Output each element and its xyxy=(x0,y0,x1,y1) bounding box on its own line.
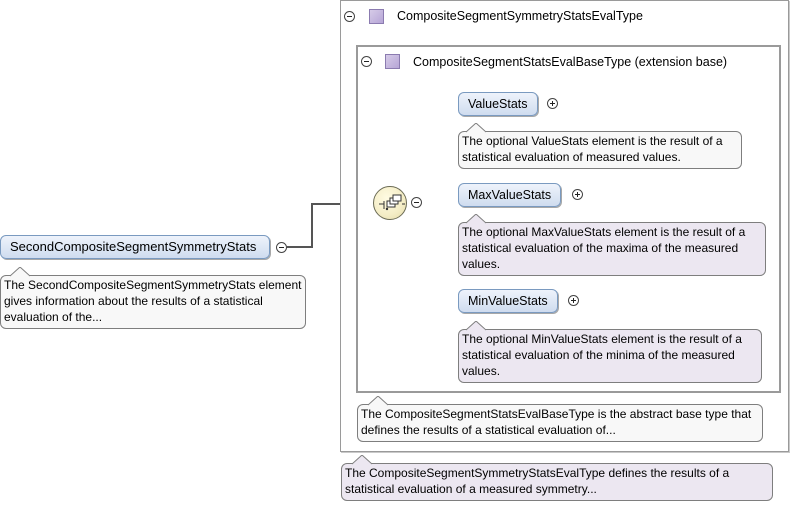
child-element-valuestats[interactable]: ValueStats xyxy=(458,92,538,116)
sequence-compositor-icon xyxy=(379,194,405,211)
outer-type-title: CompositeSegmentSymmetryStatsEvalType xyxy=(397,9,643,23)
outer-type-doc: The CompositeSegmentSymmetryStatsEvalTyp… xyxy=(341,463,773,501)
maxvaluestats-doc-text: The optional MaxValueStats element is th… xyxy=(462,225,746,271)
compositor-collapse-toggle[interactable] xyxy=(411,197,422,208)
root-element[interactable]: SecondCompositeSegmentSymmetryStats xyxy=(0,235,270,259)
minvaluestats-doc: The optional MinValueStats element is th… xyxy=(458,329,762,383)
maxvaluestats-expand-toggle[interactable] xyxy=(572,189,583,200)
inner-type-doc: The CompositeSegmentStatsEvalBaseType is… xyxy=(357,404,763,442)
maxvaluestats-doc-pointer xyxy=(466,214,486,224)
maxvaluestats-doc: The optional MaxValueStats element is th… xyxy=(458,222,766,276)
inner-doc-pointer xyxy=(368,396,388,406)
minvaluestats-expand-toggle[interactable] xyxy=(568,295,579,306)
complex-type-icon xyxy=(369,9,384,24)
valuestats-doc-text: The optional ValueStats element is the r… xyxy=(462,134,723,164)
valuestats-doc-pointer xyxy=(466,123,486,133)
inner-type-collapse-toggle[interactable] xyxy=(361,56,372,67)
sequence-compositor[interactable] xyxy=(373,186,407,220)
minvaluestats-doc-text: The optional MinValueStats element is th… xyxy=(462,332,742,378)
outer-type-doc-text: The CompositeSegmentSymmetryStatsEvalTyp… xyxy=(345,466,730,496)
outer-type-collapse-toggle[interactable] xyxy=(344,11,355,22)
outer-doc-pointer xyxy=(352,455,372,465)
inner-type-doc-text: The CompositeSegmentStatsEvalBaseType is… xyxy=(361,407,752,437)
root-element-collapse-toggle[interactable] xyxy=(276,242,287,253)
root-doc-pointer xyxy=(10,267,30,277)
root-element-doc: The SecondCompositeSegmentSymmetryStats … xyxy=(0,275,306,329)
root-element-doc-text: The SecondCompositeSegmentSymmetryStats … xyxy=(4,278,302,324)
minvaluestats-doc-pointer xyxy=(466,321,486,331)
inner-type-title: CompositeSegmentStatsEvalBaseType (exten… xyxy=(413,55,728,69)
valuestats-doc: The optional ValueStats element is the r… xyxy=(458,131,742,169)
complex-type-icon xyxy=(385,54,400,69)
child-element-minvaluestats[interactable]: MinValueStats xyxy=(458,289,558,313)
valuestats-expand-toggle[interactable] xyxy=(547,98,558,109)
child-element-maxvaluestats[interactable]: MaxValueStats xyxy=(458,183,562,207)
